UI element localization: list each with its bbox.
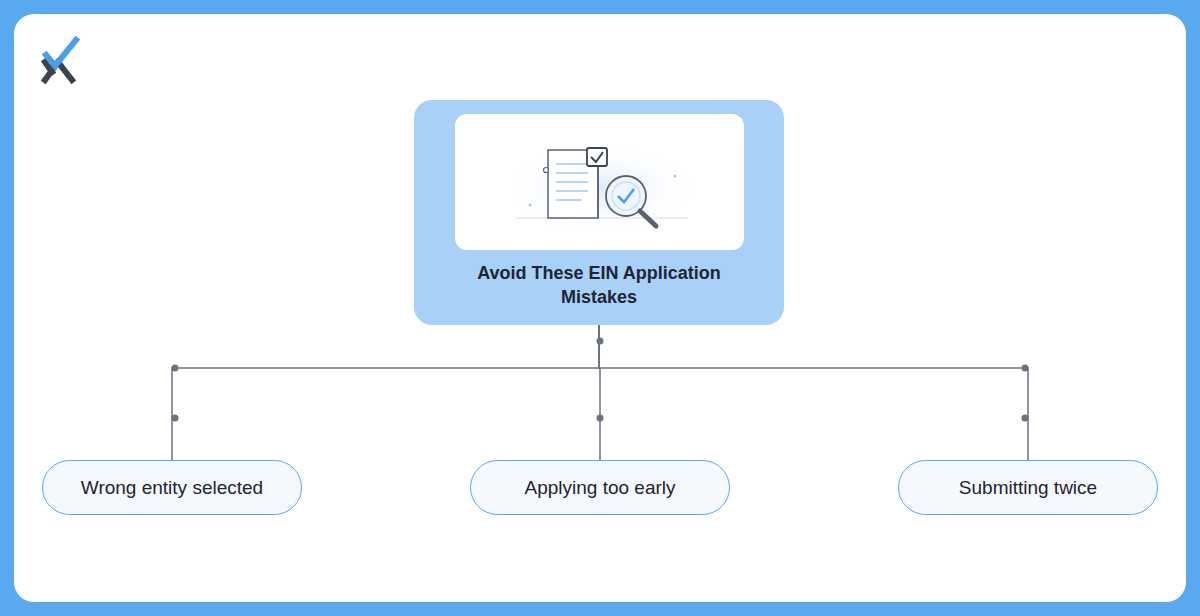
document-fold (597, 160, 599, 218)
magnifier-check (618, 189, 634, 202)
document-lines (556, 164, 588, 200)
joint-dot (597, 338, 604, 345)
joint-dots (172, 338, 1029, 422)
joint-dot (172, 365, 179, 372)
logo-check (46, 40, 76, 66)
document-pin (544, 168, 549, 173)
mistake-text: Applying too early (524, 477, 675, 499)
mistake-pill: Applying too early (470, 460, 730, 515)
magnifier-ring (612, 182, 640, 210)
title-text: Avoid These EIN Application Mistakes (444, 261, 754, 309)
mistake-text: Wrong entity selected (81, 477, 263, 499)
illustration-panel (455, 114, 744, 250)
joint-dot (1022, 415, 1029, 422)
checkbox-tick (591, 152, 603, 162)
logo-x (45, 62, 72, 80)
connector-line (599, 325, 1028, 460)
sparkle-dot (529, 204, 532, 207)
mistake-pill: Submitting twice (898, 460, 1158, 515)
mistake-text: Submitting twice (959, 477, 1097, 499)
illustration-glow (505, 143, 695, 233)
ground-line (515, 218, 688, 219)
title-box: Avoid These EIN Application Mistakes (414, 100, 784, 325)
joint-dot (172, 415, 179, 422)
joint-dot (1022, 365, 1029, 372)
connector-line (172, 325, 599, 460)
magnifier-handle (640, 211, 656, 226)
magnifier-lens (606, 176, 646, 216)
joint-dot (597, 415, 604, 422)
checkbox-symbol (587, 148, 607, 166)
illustration (505, 143, 695, 233)
document-shape (548, 150, 598, 218)
logo (45, 40, 76, 80)
sparkle-dot (674, 175, 677, 178)
mistake-pill: Wrong entity selected (42, 460, 302, 515)
